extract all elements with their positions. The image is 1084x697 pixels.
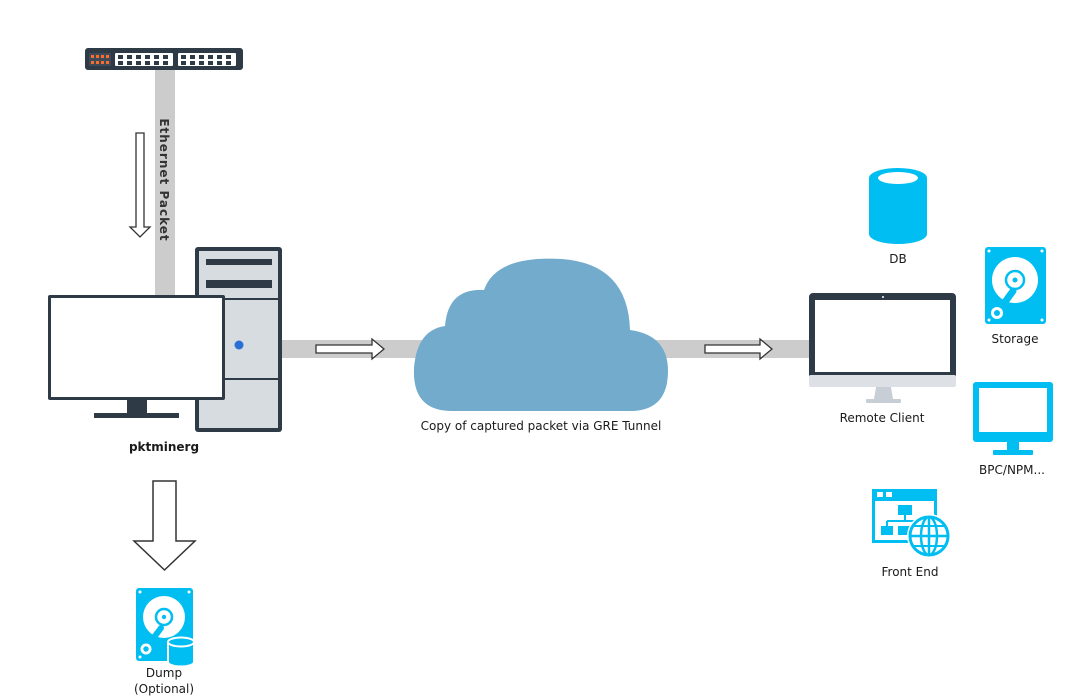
db-label: DB [889,252,907,266]
web-sitemap-icon [872,489,951,558]
tunnel-arrow-right [704,337,774,361]
ethernet-down-arrow [128,132,152,238]
network-switch-icon [85,48,243,70]
bpc-label: BPC/NPM... [979,463,1045,477]
dump-label: Dump [145,666,183,680]
pktminerg-label: pktminerg [128,440,200,454]
hard-drive-database-icon [136,588,195,668]
tunnel-label: Copy of captured packet via GRE Tunnel [420,419,662,433]
dump-down-arrow [132,480,197,572]
database-icon [869,168,927,244]
storage-label: Storage [991,332,1039,346]
ethernet-packet-label: Ethernet Packet [157,118,171,242]
front-end-label: Front End [881,565,939,579]
monitor-icon [973,382,1053,455]
monitor-icon [48,295,225,418]
remote-client-label: Remote Client [839,411,925,425]
ethernet-link-band [155,68,175,300]
hard-drive-icon [985,247,1046,324]
imac-icon [809,293,956,403]
dump-optional-label: (Optional) [133,682,195,696]
cloud-icon [413,258,668,411]
tunnel-arrow-left [315,337,386,361]
